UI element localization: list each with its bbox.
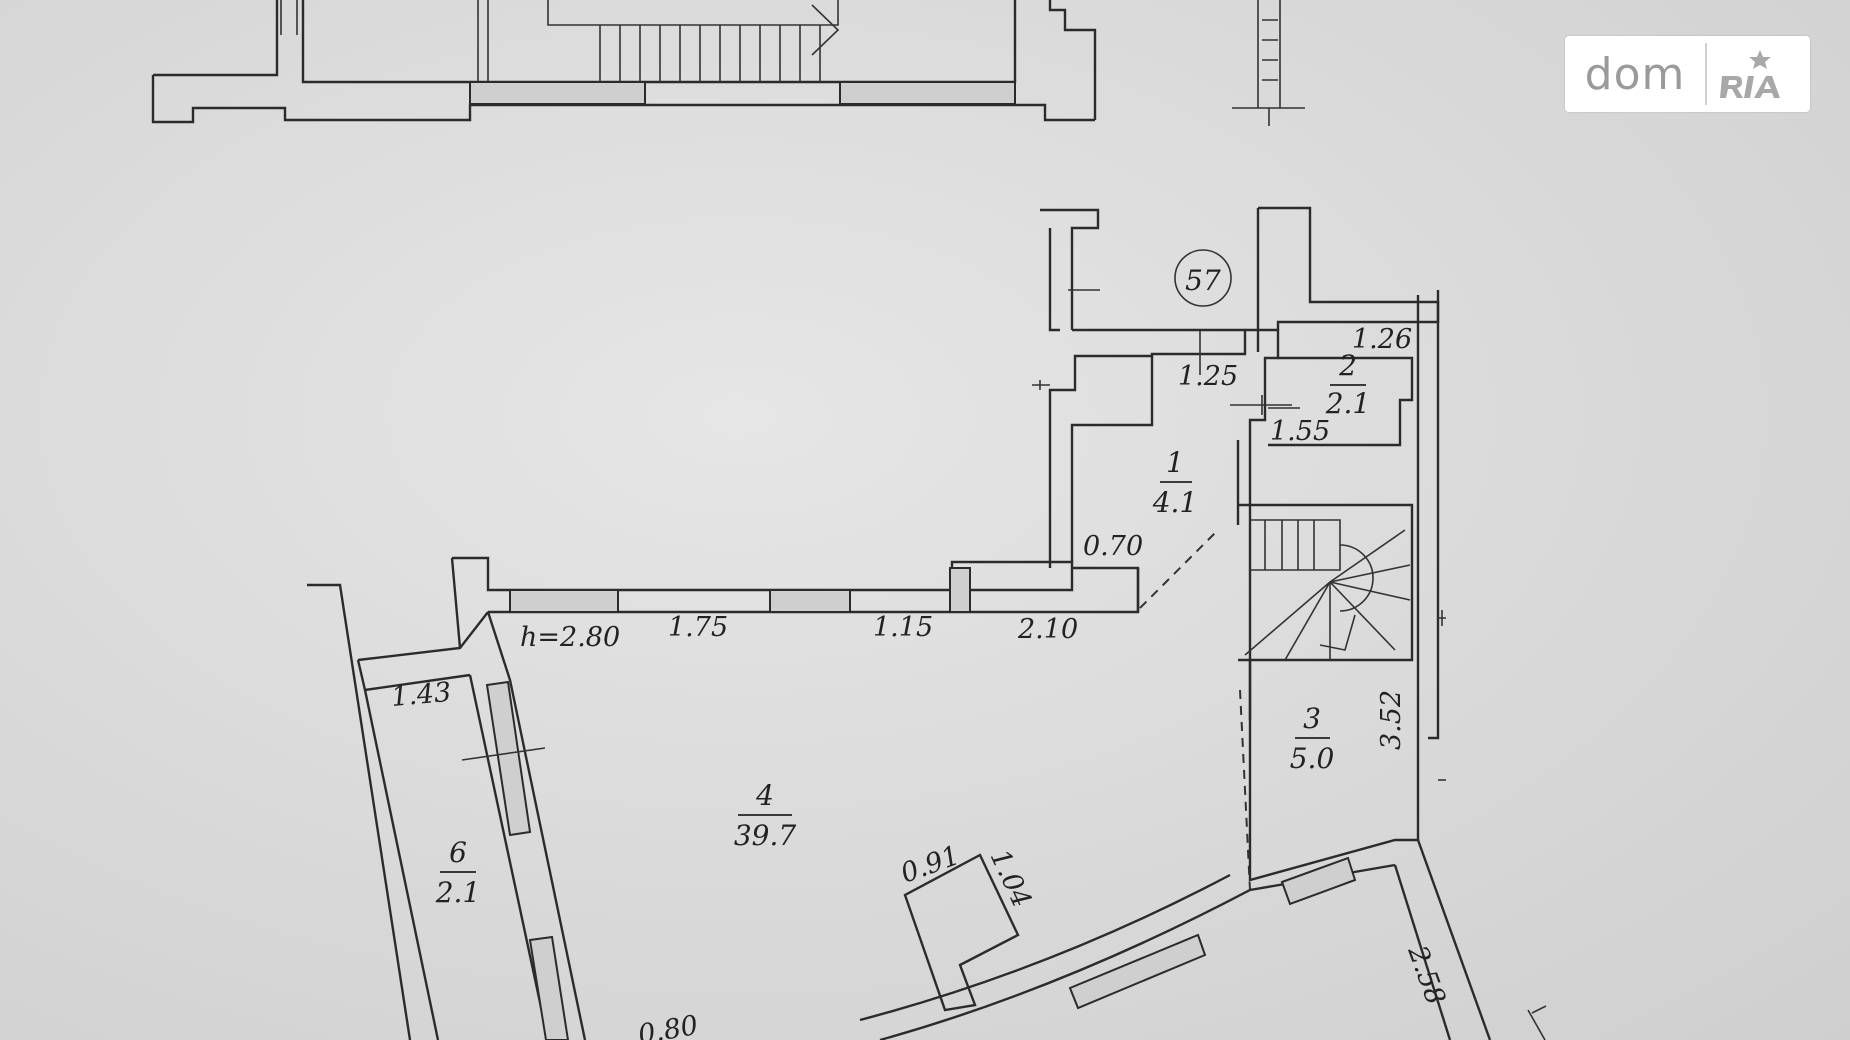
apartment-marker bbox=[1174, 249, 1232, 307]
floor-walls bbox=[307, 206, 1547, 1040]
dim-room3-height: 3.52 bbox=[1376, 690, 1407, 750]
svg-text:1: 1 bbox=[1166, 446, 1184, 479]
dim-room6-width: 1.43 bbox=[390, 677, 453, 713]
dim-room2-bottom: 1.55 bbox=[1270, 416, 1330, 447]
dim-wall-3: 2.10 bbox=[1017, 614, 1078, 645]
watermark-badge: dom bbox=[1565, 36, 1810, 112]
dim-wall-2: 1.15 bbox=[873, 612, 933, 643]
dim-bottom-cut: 0.80 bbox=[636, 1010, 701, 1040]
room-label-6: 6 2.1 bbox=[435, 836, 481, 909]
room-label-2: 2 2.1 bbox=[1325, 349, 1371, 420]
svg-text:39.7: 39.7 bbox=[734, 819, 797, 852]
apartment-number: 57 bbox=[1185, 264, 1221, 297]
svg-text:4.1: 4.1 bbox=[1152, 486, 1198, 519]
watermark-divider bbox=[1705, 43, 1707, 105]
svg-text:4: 4 bbox=[755, 779, 774, 812]
room-label-3: 3 5.0 bbox=[1290, 702, 1335, 775]
ria-logo bbox=[1707, 46, 1810, 102]
svg-text:5.0: 5.0 bbox=[1290, 742, 1335, 775]
dim-room2-top: 1.26 bbox=[1352, 324, 1412, 355]
dim-wall-1: 1.75 bbox=[668, 612, 728, 643]
svg-text:2: 2 bbox=[1338, 349, 1357, 382]
ria-logo-icon bbox=[1719, 50, 1780, 98]
svg-text:2.1: 2.1 bbox=[1325, 387, 1371, 420]
svg-text:3: 3 bbox=[1303, 702, 1321, 735]
watermark-text: dom bbox=[1584, 48, 1686, 100]
dim-lower-right: 2.58 bbox=[1401, 941, 1451, 1009]
dim-ceiling-height: h=2.80 bbox=[520, 622, 620, 653]
svg-text:2.1: 2.1 bbox=[435, 876, 481, 909]
room-label-1: 1 4.1 bbox=[1152, 446, 1198, 519]
room-label-4: 4 39.7 bbox=[734, 779, 797, 852]
svg-text:6: 6 bbox=[449, 836, 467, 869]
dim-room1-top: 1.25 bbox=[1178, 361, 1238, 392]
dim-room1-bottom: 0.70 bbox=[1083, 531, 1143, 562]
upper-floor-fragment bbox=[151, 0, 1305, 126]
